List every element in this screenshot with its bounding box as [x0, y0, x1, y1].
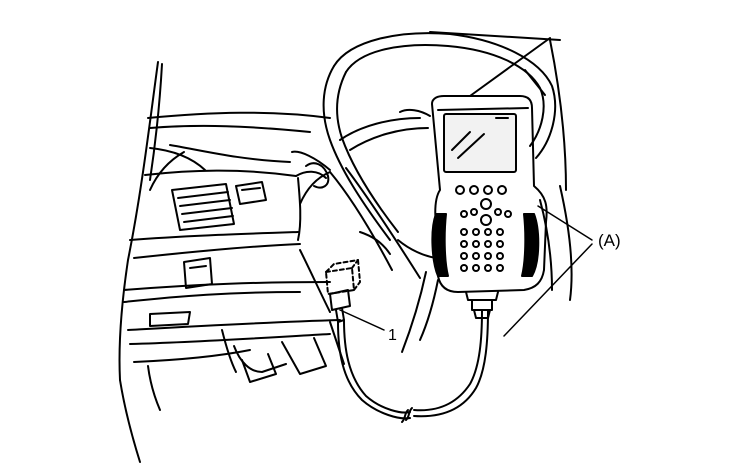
tester-cable — [337, 309, 489, 423]
callout-label-1: 1 — [388, 327, 397, 344]
scan-tool-icon — [431, 95, 548, 319]
air-vent-icon — [171, 181, 267, 231]
steering-column — [291, 150, 421, 279]
dashboard-top — [144, 111, 331, 177]
callout-label-a: (A) — [598, 231, 621, 250]
cable-plug — [329, 289, 351, 323]
steering-wheel-icon — [322, 32, 557, 259]
a-pillar — [118, 61, 185, 463]
dlc-connector-icon — [325, 259, 361, 295]
leader-lines — [339, 205, 593, 337]
lower-dash-panel — [123, 171, 341, 363]
